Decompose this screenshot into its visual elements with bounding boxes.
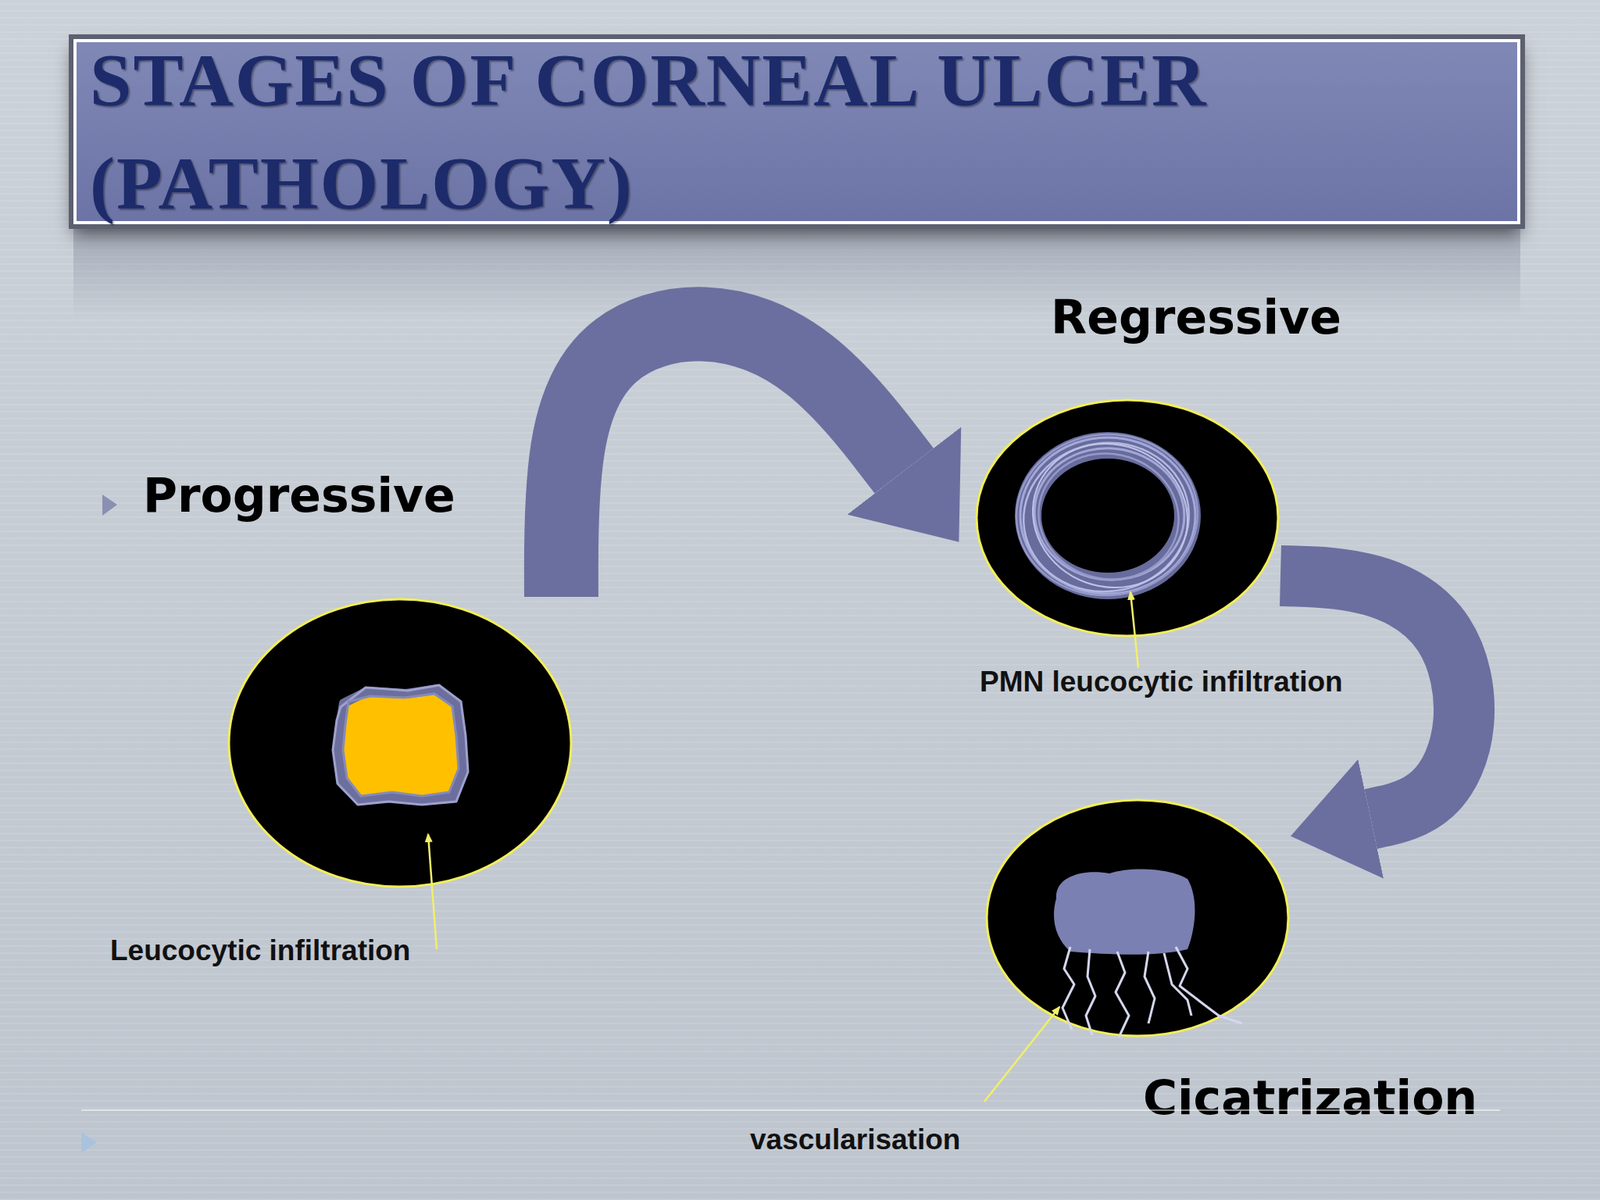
stage-heading: Cicatrization: [1142, 1071, 1478, 1125]
cornea-ellipse: [986, 800, 1289, 1036]
ellipse-outline: [226, 596, 574, 890]
stage-heading: Regressive: [1050, 290, 1342, 344]
new-vessels: [1062, 946, 1243, 1038]
leader-line: [428, 834, 437, 950]
leader-line: [984, 1007, 1060, 1102]
ring-scribble: [1010, 428, 1204, 602]
callout-label: PMN leucocytic infiltration: [979, 664, 1343, 700]
infiltrate-scribble: [342, 693, 459, 797]
vessel-line: [1115, 951, 1129, 1038]
ulcer-slough: [337, 689, 465, 801]
stage-arrow: [560, 324, 904, 597]
vessel-line: [1085, 949, 1096, 1036]
vessel-line: [1144, 951, 1155, 1024]
ring-scribble: [1026, 440, 1190, 593]
ring-scribble: [1020, 437, 1196, 594]
ring-scribble: [1028, 440, 1192, 587]
ring-scribble: [1012, 421, 1208, 609]
slide-title: STAGES OF CORNEAL ULCER (PATHOLOGY): [89, 28, 1418, 236]
pmn-ring: [1028, 445, 1188, 586]
ellipse-outline: [974, 397, 1281, 639]
stage-ellipse: RegressivePMN leucocytic infiltration: [974, 397, 1281, 639]
ring-scribble: [1014, 432, 1199, 603]
stage-ellipse: ProgressiveLeucocytic infiltration: [226, 596, 574, 890]
stage-ellipse: Cicatrizationvascularisation: [984, 797, 1291, 1039]
corneal-scar: [1053, 868, 1195, 954]
vessel-line: [1175, 946, 1243, 1024]
callout-label: vascularisation: [750, 1122, 961, 1158]
leader-line: [1130, 592, 1139, 668]
cornea-ellipse: [228, 599, 572, 887]
vessel-line: [1062, 946, 1075, 1030]
bullet-marker: [81, 1132, 97, 1154]
bullet-marker: [102, 494, 118, 516]
stage-heading: Progressive: [142, 468, 456, 522]
divider-line: [81, 1109, 1500, 1111]
infiltrate-scribble: [332, 685, 468, 805]
vessel-line: [1164, 953, 1192, 1016]
stage-arrow: [1280, 575, 1465, 819]
cornea-ellipse: [976, 400, 1279, 636]
callout-label: Leucocytic infiltration: [110, 933, 411, 968]
ellipse-outline: [984, 797, 1291, 1039]
